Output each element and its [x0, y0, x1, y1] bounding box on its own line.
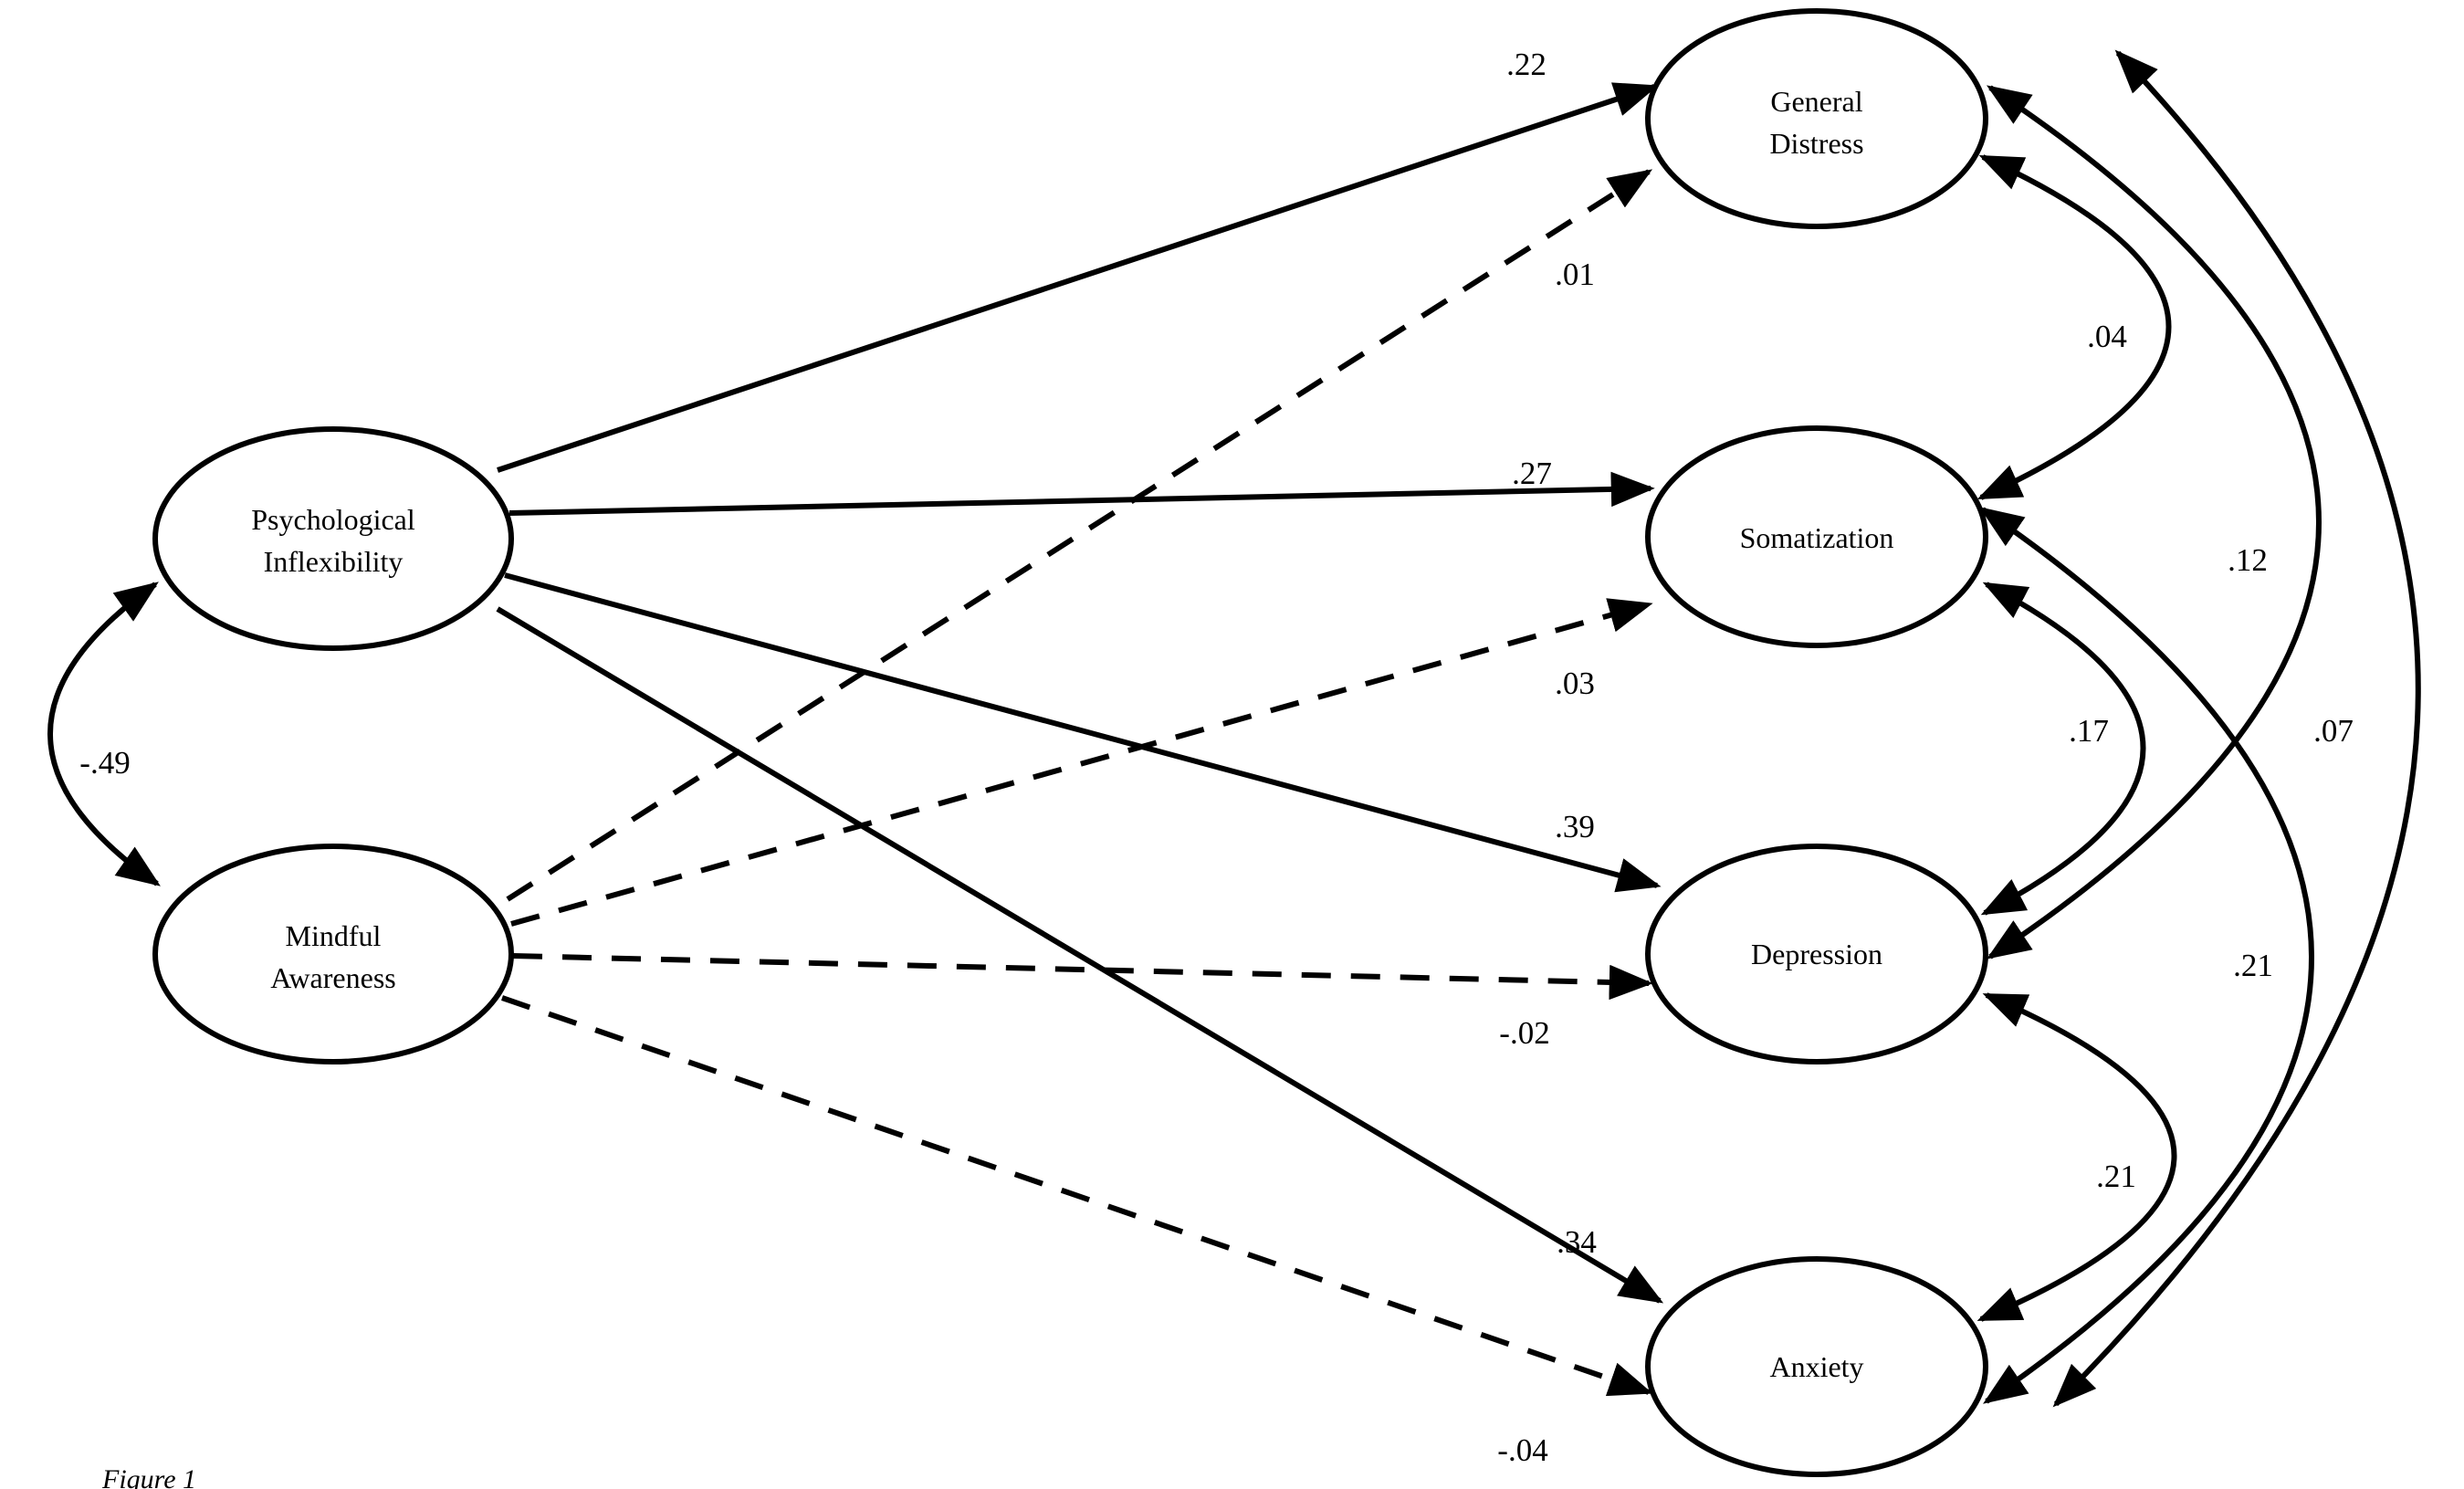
- path-pi-to-somatization: [509, 471, 1655, 516]
- dashed-paths-group: [501, 169, 1653, 1397]
- ellipse-somatization: [1645, 425, 1988, 648]
- path-pi-to-depression: [504, 572, 1662, 893]
- node-somatization: Somatization: [1645, 425, 1988, 648]
- covariance-gd-dep: [1986, 85, 2322, 959]
- node-label-line: Mindful: [286, 919, 382, 952]
- ellipse-mindful-awareness: [152, 844, 514, 1064]
- node-label-anxiety: Anxiety: [1769, 1350, 1863, 1383]
- ellipse-general-distress: [1645, 8, 1988, 229]
- node-label-line: Awareness: [270, 961, 395, 994]
- coef-pi-somatization: .27: [1512, 456, 1552, 491]
- covariance-gd-som: [1976, 154, 2172, 500]
- figure-caption: Figure 1: [101, 1464, 196, 1489]
- node-label-line: Distress: [1769, 127, 1863, 160]
- node-label-line: Inflexibility: [264, 545, 404, 578]
- coef-gd-anx-covariance: .07: [2313, 713, 2354, 749]
- coefficient-labels-group: .22 .01 .27 .03 .39 -.02 .34 -.04 -.49 .…: [79, 47, 2354, 1468]
- coef-pi-ma-covariance: -.49: [79, 745, 130, 781]
- path-pi-to-anxiety: [496, 606, 1664, 1304]
- coef-som-dep-covariance: .17: [2069, 713, 2109, 749]
- path-pi-to-general-distress: [497, 82, 1659, 473]
- covariance-dep-anx: [1976, 992, 2177, 1322]
- coef-gd-som-covariance: .04: [2087, 319, 2127, 354]
- path-ma-to-anxiety: [501, 995, 1653, 1397]
- coef-ma-general-distress: .01: [1555, 257, 1595, 292]
- path-ma-to-somatization: [510, 598, 1653, 927]
- solid-paths-group: [496, 82, 1664, 1304]
- coef-gd-dep-covariance: .12: [2228, 542, 2268, 578]
- ellipse-psychological-inflexibility: [152, 426, 514, 651]
- coef-ma-anxiety: -.04: [1497, 1432, 1547, 1468]
- ellipse-depression: [1645, 844, 1988, 1064]
- covariance-gd-anx: [2052, 49, 2421, 1408]
- covariance-pi-ma: [47, 582, 161, 886]
- node-depression: Depression: [1645, 844, 1988, 1064]
- path-ma-to-general-distress: [506, 169, 1653, 902]
- node-anxiety: Anxiety: [1645, 1256, 1988, 1477]
- node-label-depression: Depression: [1751, 938, 1882, 970]
- node-label-somatization: Somatization: [1740, 521, 1894, 554]
- ellipse-anxiety: [1645, 1256, 1988, 1477]
- path-ma-to-depression: [512, 953, 1653, 1001]
- coef-dep-anx-covariance: .21: [2096, 1159, 2136, 1194]
- node-label-line: Psychological: [251, 503, 415, 536]
- coef-pi-general-distress: .22: [1506, 47, 1547, 82]
- coef-pi-depression: .39: [1555, 809, 1595, 844]
- coef-ma-depression: -.02: [1499, 1015, 1549, 1051]
- coef-pi-anxiety: .34: [1557, 1224, 1597, 1260]
- coef-ma-somatization: .03: [1555, 666, 1595, 701]
- covariance-paths-group: [47, 49, 2421, 1408]
- node-label-line: General: [1770, 85, 1862, 118]
- coef-som-anx-covariance: .21: [2233, 948, 2273, 983]
